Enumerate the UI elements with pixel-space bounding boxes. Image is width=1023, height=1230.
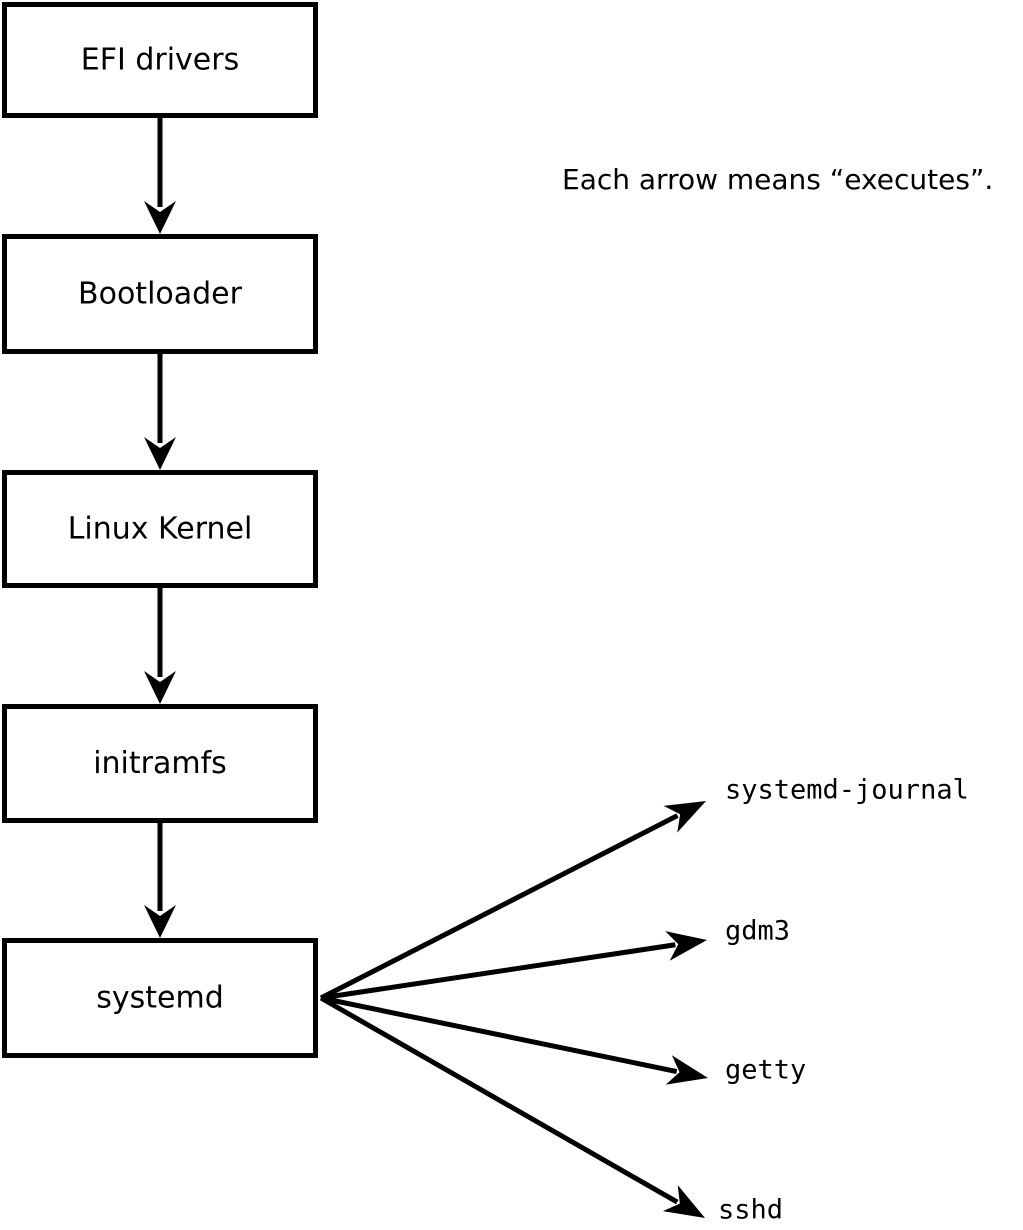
service-label-gdm3: gdm3 [725, 916, 790, 947]
chain-arrow-initramfs-to-systemd [144, 823, 176, 938]
stage-box-label: Linux Kernel [68, 512, 253, 547]
chain-arrow-efi-to-bootloader [144, 118, 176, 234]
service-arrow-line [320, 995, 678, 1074]
chain-arrow-head-icon [144, 437, 176, 470]
stage-box-label: EFI drivers [81, 43, 239, 78]
stage-box-initramfs[interactable]: initramfs [2, 704, 318, 823]
chain-arrows-layer [144, 118, 176, 938]
service-arrow-line [319, 995, 679, 1205]
service-arrow-systemd-journal [319, 801, 706, 1001]
service-arrow-head-icon [663, 801, 706, 833]
chain-arrow-head-icon [144, 201, 176, 234]
service-labels-layer: systemd-journal gdm3 getty sshd [718, 775, 969, 1226]
stage-box-outline [2, 470, 318, 588]
stage-box-label: Bootloader [78, 277, 243, 312]
service-arrow-head-icon [662, 1185, 705, 1218]
service-arrow-sshd [319, 995, 705, 1218]
stage-box-bootloader[interactable]: Bootloader [2, 234, 318, 354]
stage-box-systemd[interactable]: systemd [2, 938, 318, 1058]
stage-box-outline [2, 704, 318, 823]
annotation-text: Each arrow means “executes”. [562, 163, 993, 196]
stage-box-efi-drivers[interactable]: EFI drivers [2, 2, 318, 118]
service-arrow-getty [320, 995, 708, 1085]
chain-arrow-bootloader-to-kernel [144, 354, 176, 470]
chain-arrow-kernel-to-initramfs [144, 588, 176, 704]
stage-box-outline [2, 938, 318, 1058]
stage-box-label: initramfs [93, 746, 227, 781]
service-label-systemd-journal: systemd-journal [725, 775, 969, 806]
service-arrow-line [320, 942, 676, 1001]
stage-box-label: systemd [96, 981, 224, 1016]
chain-arrow-head-icon [144, 671, 176, 704]
service-label-getty: getty [725, 1055, 806, 1086]
chain-arrow-head-icon [144, 905, 176, 938]
fan-arrows-layer [319, 801, 708, 1218]
stage-box-outline [2, 234, 318, 354]
stage-box-outline [2, 2, 318, 118]
service-arrow-gdm3 [320, 931, 707, 1001]
stage-box-linux-kernel[interactable]: Linux Kernel [2, 470, 318, 588]
service-label-sshd: sshd [718, 1195, 783, 1226]
service-arrow-head-icon [665, 931, 707, 961]
service-arrow-head-icon [665, 1055, 708, 1085]
service-arrow-line [319, 813, 679, 1001]
